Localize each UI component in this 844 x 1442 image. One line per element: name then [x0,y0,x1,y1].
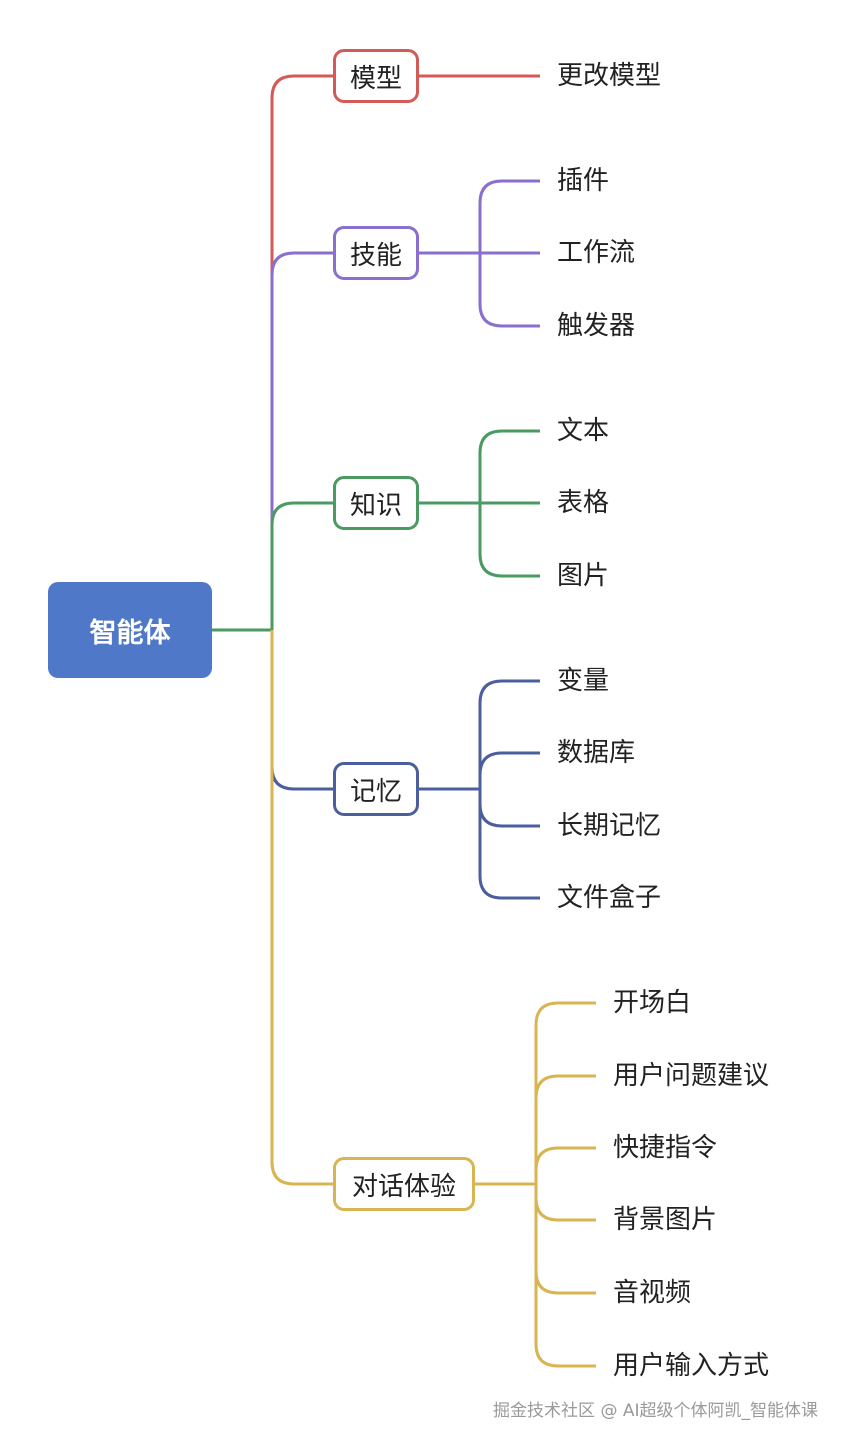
leaf-variable[interactable]: 变量 [557,666,610,696]
connector-line [478,789,540,828]
connector-line [534,1184,596,1295]
connector-line [534,1146,596,1184]
branch-node-skills[interactable]: 技能 [333,226,419,280]
connector-line [478,253,540,328]
connector-line [478,679,540,789]
leaf-trigger[interactable]: 触发器 [557,311,636,341]
branch-label: 知识 [349,490,402,521]
leaf-user-input-method[interactable]: 用户输入方式 [613,1351,770,1381]
leaf-shortcut-commands[interactable]: 快捷指令 [613,1133,718,1163]
branch-node-knowledge[interactable]: 知识 [333,476,419,530]
leaf-file-box[interactable]: 文件盒子 [557,883,662,913]
connector-line [478,751,540,789]
branch-label: 技能 [349,240,402,271]
leaf-change-model[interactable]: 更改模型 [557,61,662,91]
branch-node-dialog-experience[interactable]: 对话体验 [333,1157,475,1211]
connector-line [534,1184,596,1368]
leaf-question-suggestions[interactable]: 用户问题建议 [613,1061,770,1091]
connector-line [270,74,333,630]
connector-line [478,179,540,253]
connector-line [270,251,333,630]
connector-line [478,789,540,900]
root-node-agent[interactable]: 智能体 [48,582,212,678]
leaf-database[interactable]: 数据库 [557,738,636,768]
branch-node-memory[interactable]: 记忆 [333,762,419,816]
connector-line [270,630,333,791]
leaf-background-image[interactable]: 背景图片 [613,1205,718,1235]
connector-line [478,503,540,578]
leaf-image[interactable]: 图片 [557,561,610,591]
connector-line [270,501,333,630]
watermark: 掘金技术社区 @ AI超级个体阿凯_智能体课 [493,1401,818,1421]
branch-label: 模型 [349,63,402,94]
root-label: 智能体 [89,617,171,649]
connector-line [478,429,540,503]
leaf-text[interactable]: 文本 [557,416,610,446]
branch-node-model[interactable]: 模型 [333,49,419,103]
branch-label: 记忆 [349,776,402,807]
leaf-audio-video[interactable]: 音视频 [613,1278,692,1308]
connector-line [534,1001,596,1184]
leaf-long-term-memory[interactable]: 长期记忆 [557,811,662,841]
connector-line [534,1074,596,1184]
leaf-opening-remarks[interactable]: 开场白 [613,988,692,1018]
connector-line [534,1184,596,1222]
leaf-table[interactable]: 表格 [557,488,610,518]
branch-label: 对话体验 [351,1171,456,1202]
leaf-workflow[interactable]: 工作流 [557,238,636,268]
leaf-plugin[interactable]: 插件 [557,166,610,196]
connector-line [270,630,333,1186]
